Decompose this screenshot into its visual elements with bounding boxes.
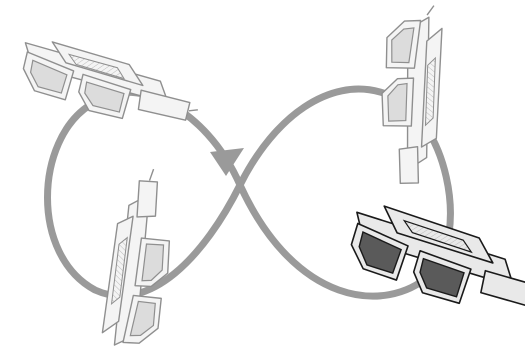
smart-glasses-icon <box>11 29 204 146</box>
smart-glasses-icon <box>97 165 185 348</box>
smart-glasses-icon-highlighted <box>338 192 525 338</box>
direction-arrowhead <box>210 148 244 176</box>
smart-glasses-icon <box>374 2 447 186</box>
